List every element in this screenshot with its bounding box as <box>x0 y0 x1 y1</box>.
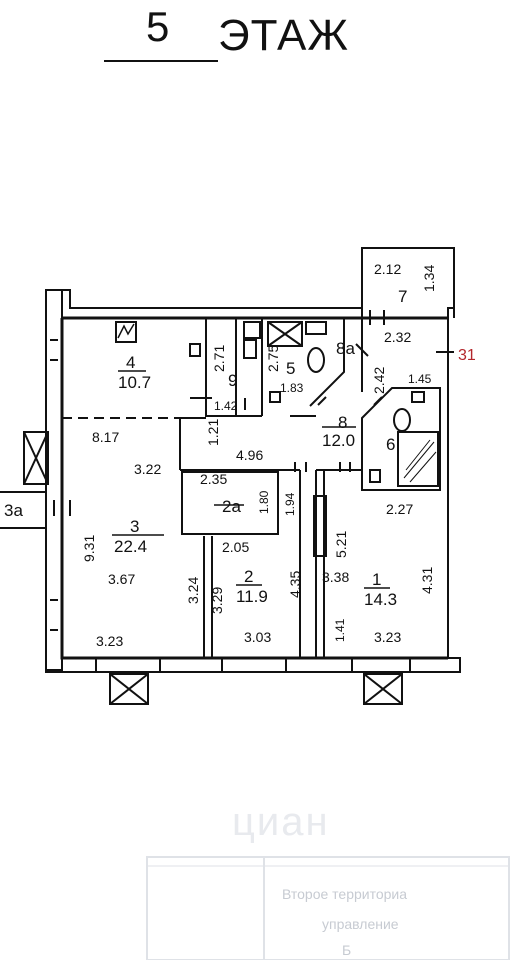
wall-room-5 <box>261 318 345 416</box>
dim-balcony-width: 2.12 <box>374 261 401 277</box>
dim-room-3-lower: 3.67 <box>108 571 135 587</box>
room-3-label: 3 <box>130 517 139 536</box>
floor-number-underline <box>104 60 218 62</box>
outlet-4 <box>189 343 201 357</box>
window-bottom-3 <box>351 657 411 673</box>
watermark: циан <box>232 800 330 844</box>
stove-4 <box>115 321 137 343</box>
dim-room-2-right: 4.35 <box>287 571 303 598</box>
room-5-label: 5 <box>286 359 295 378</box>
dim-room-9-width: 1.42 <box>214 399 238 413</box>
wall-room-4 <box>205 318 240 417</box>
door-ticks <box>294 462 351 472</box>
outlet-5 <box>269 391 281 403</box>
floor-label: ЭТАЖ <box>218 11 350 60</box>
wall-room-2-left <box>203 536 213 658</box>
dim-room-2-upper: 1.94 <box>283 492 297 516</box>
marker-31: 31 <box>458 347 476 364</box>
toilet-6 <box>393 408 411 432</box>
shower-5-cross <box>267 321 303 347</box>
dim-room-9-height: 2.71 <box>211 345 227 372</box>
dim-room-5-height: 2.75 <box>265 345 281 372</box>
room-1-area: 14.3 <box>364 590 397 609</box>
room-3a-label: 3а <box>4 501 23 520</box>
dim-corridor-top: 2.32 <box>384 329 411 345</box>
dim-room-1-right: 4.31 <box>419 567 435 594</box>
dim-room-2-bottom: 3.03 <box>244 629 271 645</box>
tank-5 <box>305 321 327 335</box>
vent-shaft-left-cross <box>23 431 49 485</box>
dim-room-3-bottom: 3.23 <box>96 633 123 649</box>
dim-room-6-top: 1.45 <box>408 372 432 386</box>
stove-4-symbol <box>117 323 135 339</box>
sink-5 <box>243 321 261 339</box>
fixture-5 <box>243 339 257 359</box>
vent-shaft-1 <box>109 673 149 705</box>
toilet-5 <box>307 347 325 373</box>
window-bottom-2 <box>221 657 287 673</box>
dim-room-3-height: 9.31 <box>81 535 97 562</box>
room-2a-label: 2а <box>222 497 241 516</box>
stamp-line-3: Б <box>342 942 352 958</box>
bath-6-hatching <box>403 439 437 483</box>
balcony-door-ticks <box>369 310 385 325</box>
vent-shaft-2-cross <box>363 673 403 705</box>
wall-room-6 <box>361 387 441 491</box>
dim-room-1-mid: 3.38 <box>322 569 349 585</box>
room-7-label: 7 <box>398 287 407 306</box>
vent-shaft-1-cross <box>109 673 149 705</box>
room-4-label: 4 <box>126 353 135 372</box>
dim-room-2a-height: 1.80 <box>257 490 271 514</box>
room-2-label: 2 <box>244 567 253 586</box>
window-left <box>50 339 58 631</box>
shower-5 <box>267 321 303 347</box>
dim-room-1-left: 5.21 <box>333 531 349 558</box>
room-8-area: 12.0 <box>322 431 355 450</box>
room-9-label: 9 <box>228 371 237 390</box>
floor-number: 5 <box>146 3 170 50</box>
stamp-frame <box>146 856 510 960</box>
wall-ticks <box>190 397 246 410</box>
bath-6 <box>397 431 439 487</box>
dim-hall-diag: 2.42 <box>371 367 387 394</box>
room-1-label: 1 <box>372 570 381 589</box>
dim-corridor-length: 4.96 <box>236 447 263 463</box>
dim-balcony-depth: 1.34 <box>421 265 437 292</box>
door-marks <box>317 343 383 406</box>
dim-room-3-right: 3.24 <box>185 577 201 604</box>
room-3-area: 22.4 <box>114 537 147 556</box>
wardrobe <box>313 495 327 557</box>
window-bottom-1 <box>95 657 161 673</box>
room-4-area: 10.7 <box>118 373 151 392</box>
stamp-line-2: управление <box>322 916 399 932</box>
room-8a-label: 8а <box>336 339 355 358</box>
inner-wall-bottom <box>60 318 448 660</box>
vent-shaft-left <box>23 431 49 485</box>
room-2-area: 11.9 <box>236 587 268 606</box>
dim-room-3-mid: 3.22 <box>134 461 161 477</box>
dim-room-6-bottom: 2.27 <box>386 501 413 517</box>
dim-room-1-bottom: 3.23 <box>374 629 401 645</box>
dim-room-1-door: 1.41 <box>333 618 347 642</box>
vent-shaft-2 <box>363 673 403 705</box>
dim-room-2a-width: 2.35 <box>200 471 227 487</box>
room-2a-outline <box>181 471 279 535</box>
stamp-line-1: Второе территориа <box>282 886 408 902</box>
sink-6 <box>411 391 425 403</box>
balcony-3a-walls <box>0 491 46 529</box>
dim-room-2-top: 2.05 <box>222 539 249 555</box>
outlet-6 <box>369 469 381 483</box>
floor-title: 5 ЭТАЖ <box>0 0 510 80</box>
registry-stamp: Второе территориа управление Б <box>146 856 510 960</box>
dim-corridor-height: 1.21 <box>205 419 221 446</box>
balcony-walls <box>361 248 455 318</box>
dim-room-2-left: 3.29 <box>209 587 225 614</box>
window-ticks-left <box>53 500 71 516</box>
room-8-label: 8 <box>338 413 347 432</box>
room-6-label: 6 <box>386 435 395 454</box>
dim-room-3-top: 8.17 <box>92 429 119 445</box>
dim-room-5-width: 1.83 <box>280 381 304 395</box>
